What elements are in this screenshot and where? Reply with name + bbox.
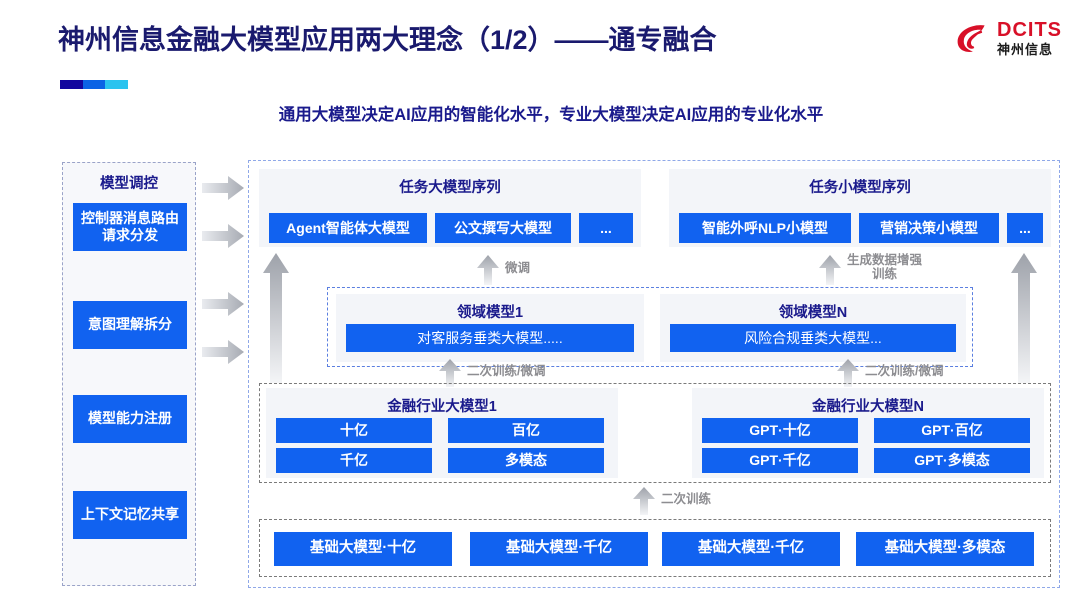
flow-label-finetune: 微调 bbox=[505, 261, 531, 275]
architecture-diagram: 任务大模型序列 Agent智能体大模型 公文撰写大模型 ... 任务小模型序列 … bbox=[248, 160, 1060, 588]
flow-arrow-up-retrain-left bbox=[439, 359, 461, 387]
task-small-box-2[interactable]: 营销决策小模型 bbox=[859, 213, 999, 243]
industry-1-box-3[interactable]: 千亿 bbox=[276, 448, 432, 473]
task-large-box-more[interactable]: ... bbox=[579, 213, 633, 243]
foundation-models-group: 基础大模型·十亿 基础大模型·千亿 基础大模型·千亿 基础大模型·多模态 bbox=[259, 519, 1051, 577]
domain-model-n-box[interactable]: 风险合规垂类大模型... bbox=[670, 324, 956, 352]
flow-label-data-aug: 生成数据增强 训练 bbox=[847, 253, 922, 282]
industry-1-box-2[interactable]: 百亿 bbox=[448, 418, 604, 443]
foundation-box-2[interactable]: 基础大模型·千亿 bbox=[470, 532, 648, 566]
flow-label-data-aug-line1: 生成数据增强 bbox=[847, 253, 923, 267]
task-small-box-more[interactable]: ... bbox=[1007, 213, 1043, 243]
industry-models-group: 金融行业大模型1 十亿 百亿 千亿 多模态 金融行业大模型N GPT·十亿 GP… bbox=[259, 383, 1051, 483]
flow-arrow-up-right-tall bbox=[1011, 253, 1037, 383]
control-column: 模型调控 控制器消息路由请求分发 意图理解拆分 模型能力注册 上下文记忆共享 bbox=[62, 162, 196, 586]
flow-arrow-up-retrain-right bbox=[837, 359, 859, 387]
task-large-box-1[interactable]: Agent智能体大模型 bbox=[269, 213, 427, 243]
flow-arrow-right-2 bbox=[202, 224, 244, 248]
panel-domain-model-1: 领域模型1 对客服务垂类大模型..... bbox=[336, 294, 644, 362]
accent-bar bbox=[60, 80, 129, 89]
domain-models-group: 领域模型1 对客服务垂类大模型..... 领域模型N 风险合规垂类大模型... bbox=[327, 287, 973, 367]
foundation-box-1[interactable]: 基础大模型·十亿 bbox=[274, 532, 452, 566]
control-column-title: 模型调控 bbox=[100, 176, 158, 192]
domain-model-1-box[interactable]: 对客服务垂类大模型..... bbox=[346, 324, 634, 352]
control-item-context[interactable]: 上下文记忆共享 bbox=[73, 491, 187, 539]
accent-segment-3 bbox=[105, 80, 129, 89]
panel-title-industry-n: 金融行业大模型N bbox=[812, 399, 924, 415]
accent-segment-1 bbox=[60, 80, 83, 89]
panel-title-domain-n: 领域模型N bbox=[778, 305, 848, 321]
foundation-box-4[interactable]: 基础大模型·多模态 bbox=[856, 532, 1034, 566]
industry-n-box-4[interactable]: GPT·多模态 bbox=[874, 448, 1030, 473]
control-item-router[interactable]: 控制器消息路由请求分发 bbox=[73, 203, 187, 251]
industry-n-box-3[interactable]: GPT·千亿 bbox=[702, 448, 858, 473]
flow-arrow-right-4 bbox=[202, 340, 244, 364]
panel-title-task-small: 任务小模型序列 bbox=[809, 180, 911, 196]
panel-industry-model-1: 金融行业大模型1 十亿 百亿 千亿 多模态 bbox=[266, 388, 618, 478]
flow-arrow-up-data-aug bbox=[819, 255, 841, 285]
flow-label-data-aug-line2: 训练 bbox=[872, 267, 898, 282]
panel-industry-model-n: 金融行业大模型N GPT·十亿 GPT·百亿 GPT·千亿 GPT·多模态 bbox=[692, 388, 1044, 478]
industry-n-box-1[interactable]: GPT·十亿 bbox=[702, 418, 858, 443]
foundation-box-3[interactable]: 基础大模型·千亿 bbox=[662, 532, 840, 566]
page-title: 神州信息金融大模型应用两大理念（1/2）——通专融合 bbox=[58, 25, 717, 55]
dcits-swirl-icon bbox=[954, 20, 990, 56]
flow-label-retrain-finetune-right: 二次训练/微调 bbox=[865, 364, 944, 378]
accent-segment-2 bbox=[82, 80, 106, 89]
panel-title-domain-1: 领域模型1 bbox=[456, 305, 524, 321]
industry-1-box-1[interactable]: 十亿 bbox=[276, 418, 432, 443]
panel-domain-model-n: 领域模型N 风险合规垂类大模型... bbox=[660, 294, 966, 362]
page-subtitle: 通用大模型决定AI应用的智能化水平，专业大模型决定AI应用的专业化水平 bbox=[278, 106, 824, 124]
panel-task-large-models: 任务大模型序列 Agent智能体大模型 公文撰写大模型 ... bbox=[259, 169, 641, 247]
task-small-box-1[interactable]: 智能外呼NLP小模型 bbox=[679, 213, 851, 243]
panel-task-small-models: 任务小模型序列 智能外呼NLP小模型 营销决策小模型 ... bbox=[669, 169, 1051, 247]
flow-label-retrain-finetune-left: 二次训练/微调 bbox=[467, 364, 546, 378]
flow-arrow-right-3 bbox=[202, 292, 244, 316]
panel-title-task-large: 任务大模型序列 bbox=[399, 180, 501, 196]
company-logo: DCITS 神州信息 bbox=[954, 20, 1062, 56]
panel-title-industry-1: 金融行业大模型1 bbox=[387, 399, 497, 415]
flow-arrow-up-left-tall bbox=[263, 253, 289, 383]
flow-arrow-up-finetune bbox=[477, 255, 499, 285]
logo-text-en: DCITS bbox=[997, 19, 1062, 41]
flow-arrow-right-1 bbox=[202, 176, 244, 200]
control-item-registry[interactable]: 模型能力注册 bbox=[73, 395, 187, 443]
task-large-box-2[interactable]: 公文撰写大模型 bbox=[435, 213, 571, 243]
logo-text-cn: 神州信息 bbox=[997, 42, 1054, 57]
flow-arrow-up-retrain-base bbox=[633, 487, 655, 515]
industry-n-box-2[interactable]: GPT·百亿 bbox=[874, 418, 1030, 443]
industry-1-box-4[interactable]: 多模态 bbox=[448, 448, 604, 473]
control-item-intent[interactable]: 意图理解拆分 bbox=[73, 301, 187, 349]
flow-label-retrain: 二次训练 bbox=[661, 492, 712, 506]
